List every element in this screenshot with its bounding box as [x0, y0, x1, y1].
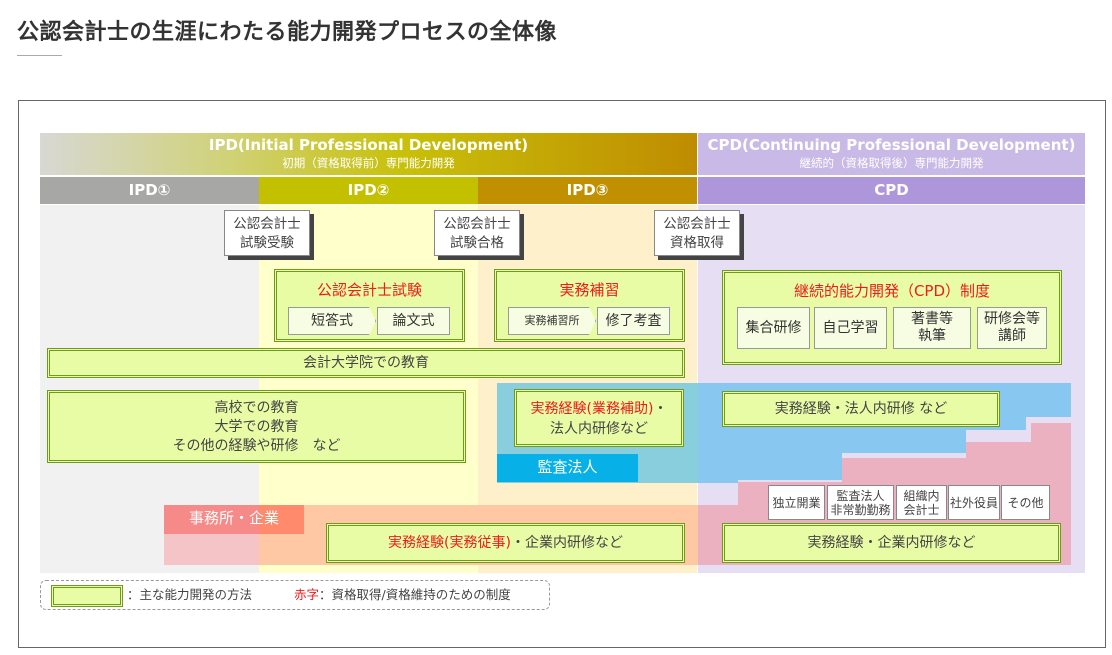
- phase-ipd3: IPD③: [478, 177, 697, 204]
- cpd-item-text: 著書等: [911, 311, 953, 327]
- milestone-exam-passed: 公認会計士 試験合格: [434, 210, 520, 256]
- cpd-item-text: 講師: [998, 328, 1026, 344]
- cpd-item-text: 集合研修: [745, 319, 802, 336]
- cpd-item-text: 自己学習: [822, 319, 879, 336]
- legend-method-label: ：主な能力開発の方法: [127, 587, 253, 602]
- milestone-line: 資格取得: [670, 235, 724, 251]
- career-in-house: 組織内 会計士: [896, 485, 947, 520]
- milestone-line: 公認会計士: [443, 216, 511, 232]
- training-step-school: 実務補習所: [508, 307, 596, 335]
- education-line: 大学での教育: [214, 419, 299, 435]
- audit-experience-sep: ・: [653, 401, 668, 417]
- audit-experience-box: 実務経験(業務補助)・ 法人内研修など: [514, 389, 684, 447]
- cpd-header: CPD(Continuing Professional Development)…: [698, 133, 1085, 175]
- title-underline: [17, 55, 62, 56]
- career-outside-director: 社外役員: [948, 485, 1000, 520]
- exam-step-essay: 論文式: [377, 307, 450, 335]
- legend-red-label: 赤字: [294, 587, 320, 602]
- page-title: 公認会計士の生涯にわたる能力開発プロセスの全体像: [17, 20, 558, 45]
- career-other: その他: [1001, 485, 1050, 520]
- ipd-header-en: IPD(Initial Professional Development): [208, 136, 529, 154]
- milestone-line: 公認会計士: [663, 216, 731, 232]
- audit-experience-line1: 実務経験(業務補助)・: [517, 399, 681, 419]
- legend-red-text: 赤字：資格取得/資格維持のための制度: [294, 580, 511, 610]
- grad-school-box: 会計大学院での教育: [47, 348, 685, 378]
- milestone-line: 試験受験: [240, 235, 294, 251]
- exam-step-short-answer: 短答式: [288, 307, 376, 335]
- cpd-item-group-training: 集合研修: [737, 307, 810, 349]
- cpd-header-en: CPD(Continuing Professional Development): [707, 136, 1076, 154]
- cpa-exam-title: 公認会計士試験: [316, 281, 422, 299]
- cpd-item-self-study: 自己学習: [814, 307, 887, 349]
- cpd-item-text: 研修会等: [984, 311, 1040, 327]
- cpd-item-lecturer: 研修会等 講師: [977, 307, 1047, 349]
- cpa-exam-box: 公認会計士試験 短答式 論文式: [274, 269, 465, 342]
- audit-experience-red: 実務経験(業務補助): [530, 401, 654, 417]
- ipd-header-jp: 初期（資格取得前）専門能力開発: [282, 156, 455, 170]
- milestone-line: 公認会計士: [233, 216, 301, 232]
- phase-ipd2: IPD②: [259, 177, 478, 204]
- firm-experience-box: 実務経験(実務従事)・企業内研修など: [326, 523, 685, 563]
- ipd-header: IPD(Initial Professional Development) 初期…: [40, 133, 697, 175]
- practical-training-title: 実務補習: [559, 281, 620, 299]
- cpd-header-jp: 継続的（資格取得後）専門能力開発: [799, 156, 984, 170]
- education-line: その他の経験や研修 など: [172, 438, 341, 454]
- career-text: その他: [1007, 495, 1044, 510]
- milestone-exam-taken: 公認会計士 試験受験: [224, 210, 310, 256]
- training-step-final-exam: 修了考査: [597, 307, 670, 335]
- career-independent: 独立開業: [768, 485, 825, 520]
- career-text: 独立開業: [772, 495, 821, 510]
- cpd-item-writing: 著書等 執筆: [893, 307, 971, 349]
- legend: ：主な能力開発の方法 赤字：資格取得/資格維持のための制度: [40, 580, 550, 610]
- audit-firm-label: 監査法人: [497, 454, 638, 482]
- career-audit-parttime: 監査法人 非常勤勤務: [827, 485, 894, 520]
- legend-method-swatch: [51, 585, 123, 607]
- education-line: 高校での教育: [214, 400, 299, 416]
- firm-company-label: 事務所・企業: [164, 505, 304, 534]
- cpd-audit-experience-box: 実務経験・法人内研修 など: [722, 391, 1000, 427]
- education-box: 高校での教育 大学での教育 その他の経験や研修 など: [47, 390, 466, 463]
- practical-training-box: 実務補習 実務補習所 修了考査: [494, 269, 685, 342]
- career-text: 会計士: [903, 502, 940, 517]
- cpd-system-box: 継続的能力開発（CPD）制度 集合研修 自己学習 著書等 執筆 研修会等 講師: [722, 270, 1062, 365]
- legend-red-desc: ：資格取得/資格維持のための制度: [319, 587, 511, 602]
- career-text: 組織内: [903, 488, 940, 503]
- audit-experience-line2: 法人内研修など: [550, 421, 648, 437]
- firm-experience-rest: ・企業内研修など: [510, 535, 623, 551]
- firm-experience-red: 実務経験(実務従事): [388, 535, 511, 551]
- cpd-item-text: 執筆: [918, 328, 946, 344]
- milestone-line: 試験合格: [450, 235, 504, 251]
- phase-ipd1: IPD①: [40, 177, 259, 204]
- cpd-system-title: 継続的能力開発（CPD）制度: [793, 282, 991, 300]
- career-text: 監査法人: [836, 488, 885, 503]
- cpd-firm-experience-box: 実務経験・企業内研修など: [722, 523, 1061, 563]
- phase-cpd: CPD: [698, 177, 1085, 204]
- career-text: 非常勤勤務: [830, 502, 891, 517]
- milestone-qualified: 公認会計士 資格取得: [654, 210, 740, 256]
- career-text: 社外役員: [949, 495, 998, 510]
